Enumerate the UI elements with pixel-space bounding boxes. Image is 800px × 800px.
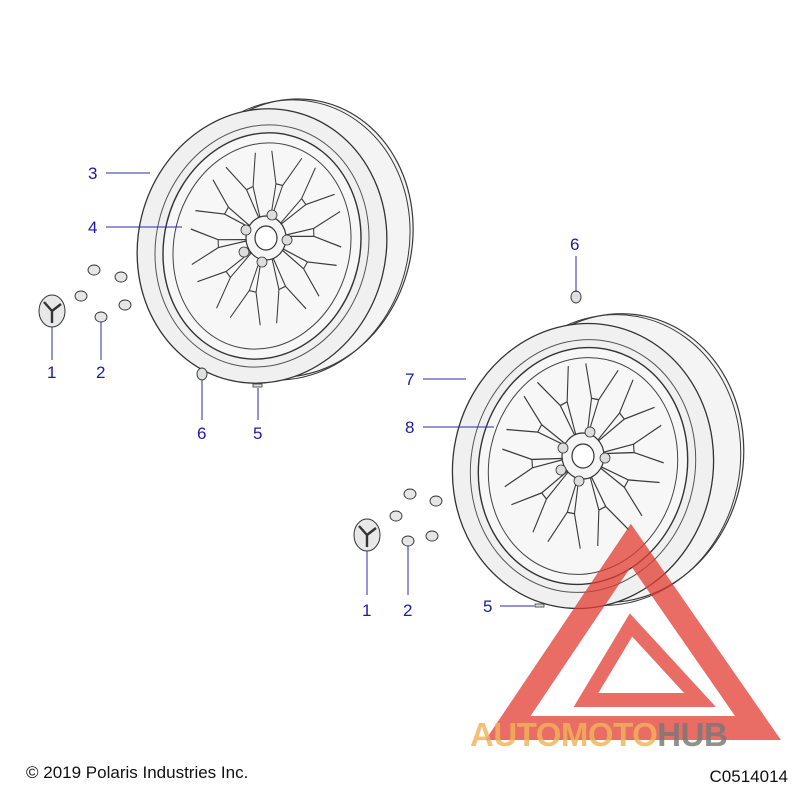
copyright-notice: © 2019 Polaris Industries Inc.	[26, 763, 249, 782]
leader-lines	[51, 172, 577, 607]
callout-upper-valve-stem: 6	[197, 424, 206, 443]
lower-balance-weight	[534, 603, 545, 608]
callout-labels: 3 4 1 2 6 5 7 8 6 1 2 5	[47, 164, 579, 620]
callout-lower-balance-weight: 5	[483, 597, 492, 616]
watermark-part-hub: HUB	[657, 716, 728, 753]
callout-upper-balance-weight: 5	[253, 424, 262, 443]
callout-lower-wheel: 8	[405, 418, 414, 437]
callout-lower-valve-stem: 6	[570, 235, 579, 254]
lower-wheel-assembly	[353, 290, 745, 610]
watermark-wordmark: AUTOMOTOHUB	[470, 716, 728, 754]
watermark-logo-mark	[485, 523, 781, 740]
lower-center-cap	[353, 518, 381, 552]
callout-lower-center-cap: 1	[362, 601, 371, 620]
watermark-part-auto: AUTO	[470, 716, 561, 753]
callout-upper-wheel: 4	[88, 218, 97, 237]
upper-center-cap	[38, 294, 66, 328]
figure-code: C0514014	[709, 767, 788, 786]
upper-valve-stem	[196, 367, 208, 381]
upper-balance-weight	[252, 383, 263, 388]
callout-upper-lug-nut: 2	[96, 363, 105, 382]
lower-wheel	[457, 328, 710, 604]
upper-wheel	[139, 112, 384, 381]
upper-lug-nuts	[74, 264, 132, 323]
callout-lower-tire: 7	[405, 370, 414, 389]
callout-upper-center-cap: 1	[47, 363, 56, 382]
lower-valve-stem	[570, 290, 582, 304]
callout-upper-tire: 3	[88, 164, 97, 183]
upper-wheel-assembly	[38, 98, 414, 388]
lower-lug-nuts	[389, 488, 443, 547]
callout-lower-lug-nut: 2	[403, 601, 412, 620]
watermark-part-moto: MOTO	[560, 716, 658, 753]
